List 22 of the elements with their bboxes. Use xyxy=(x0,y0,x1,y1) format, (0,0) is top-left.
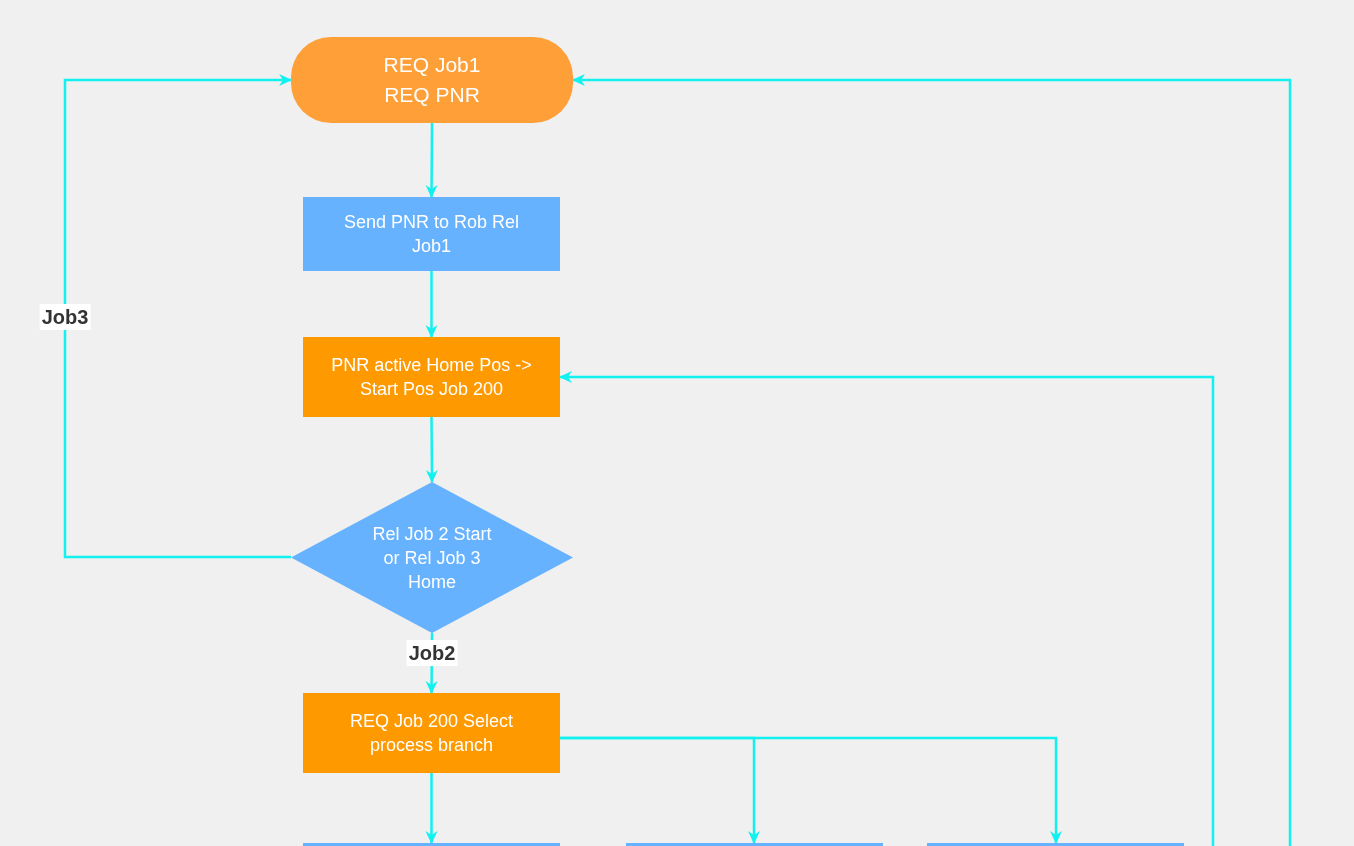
node-text: Send PNR to Rob Rel Job1 xyxy=(342,211,521,258)
arrow xyxy=(425,271,438,338)
decision-diamond xyxy=(291,482,573,633)
process-box xyxy=(927,843,1184,846)
node-text: Rel Job 2 Start or Rel Job 3 Home xyxy=(371,522,493,594)
arrow xyxy=(559,371,1215,846)
arrow xyxy=(425,123,438,198)
process-box xyxy=(303,337,560,417)
node-text: REQ Job1 REQ PNR xyxy=(382,52,482,108)
arrow xyxy=(425,417,438,483)
process-box xyxy=(303,693,560,773)
arrow xyxy=(560,736,1062,844)
edge-label: Job3 xyxy=(39,304,91,330)
arrow xyxy=(63,74,292,559)
node-text: REQ Job 200 Select process branch xyxy=(348,710,515,757)
process-box xyxy=(626,843,883,846)
process-box xyxy=(303,843,560,846)
edge-label: Job2 xyxy=(406,640,458,666)
arrow xyxy=(572,74,1292,846)
node-text: PNR active Home Pos -> Start Pos Job 200 xyxy=(330,354,533,401)
arrow xyxy=(425,773,438,844)
process-box xyxy=(303,197,560,271)
